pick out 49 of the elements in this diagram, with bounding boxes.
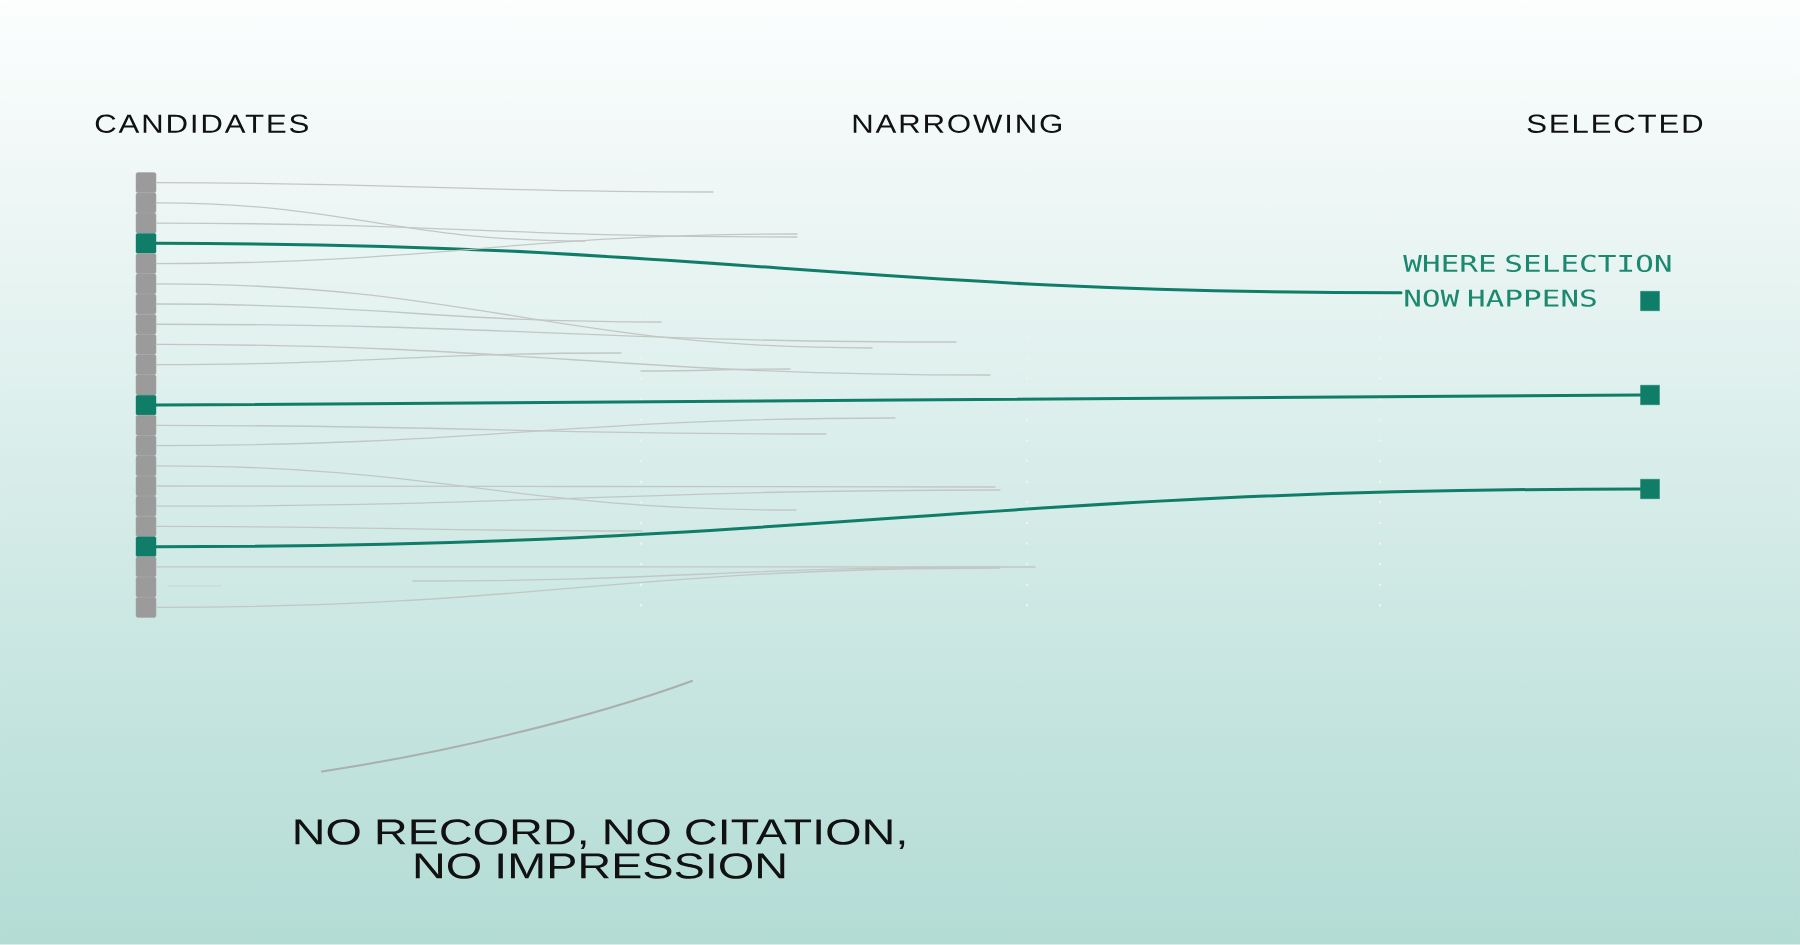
candidate-tile <box>135 415 157 436</box>
highlighted-tile <box>135 536 157 557</box>
selection-line <box>154 393 1642 407</box>
selected-square <box>1640 385 1660 405</box>
fading-line <box>155 417 896 447</box>
column-heading: CANDIDATES <box>95 114 308 133</box>
fading-line <box>155 323 957 343</box>
candidate-tile <box>135 172 157 194</box>
statement-text: NO RECORD, NO CITATION, NO IMPRESSION <box>295 819 905 879</box>
fading-line <box>155 222 798 238</box>
candidate-tile <box>135 354 157 376</box>
candidate-tile <box>135 556 157 578</box>
fading-line <box>155 202 586 242</box>
fading-line <box>155 303 662 323</box>
fading-line <box>155 283 873 349</box>
selection-line <box>154 241 1403 295</box>
fading-line <box>155 233 798 265</box>
annotation-text: WHERE SELECTION NOW HAPPENS <box>1403 254 1671 307</box>
candidate-tile <box>135 495 157 517</box>
fading-line <box>155 182 714 193</box>
fading-line <box>155 343 991 376</box>
candidate-tile <box>135 576 157 598</box>
candidate-tile <box>135 475 157 497</box>
candidate-tile <box>135 192 157 214</box>
candidate-tile <box>135 374 157 396</box>
candidate-tile <box>135 313 157 335</box>
candidate-tile <box>135 212 157 234</box>
fading-line <box>155 485 996 488</box>
highlighted-tile <box>135 395 157 416</box>
candidate-tile <box>135 334 157 355</box>
highlighted-tile <box>135 233 157 254</box>
fading-line <box>155 489 1001 507</box>
column-heading: SELECTED <box>1527 114 1703 133</box>
candidate-tile <box>135 455 157 477</box>
candidate-tile <box>135 293 157 315</box>
candidate-tile <box>135 596 157 618</box>
candidate-tile <box>135 253 157 274</box>
fading-line <box>155 525 643 532</box>
fading-line <box>155 465 797 511</box>
candidate-tile <box>135 516 157 537</box>
fading-line <box>155 352 622 366</box>
selection-line <box>154 487 1642 549</box>
fading-line <box>155 567 1001 608</box>
column-heading: NARROWING <box>853 114 1061 133</box>
candidate-tile <box>135 273 157 295</box>
selected-square <box>1640 291 1660 311</box>
fading-line <box>155 424 827 435</box>
selected-square <box>1640 479 1660 499</box>
candidate-tile <box>135 435 157 456</box>
